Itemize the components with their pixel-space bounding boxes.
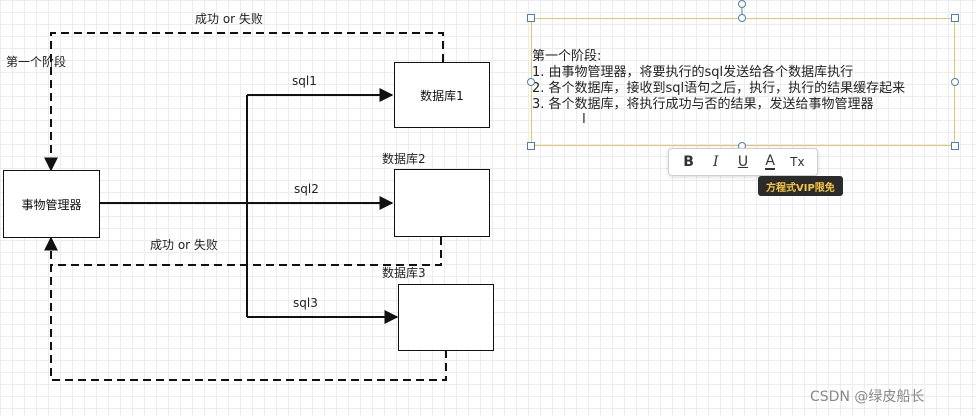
text-line-1: 1. 由事物管理器，将要执行的sql发送给各个数据库执行 bbox=[532, 65, 854, 80]
text-line-3: 3. 各个数据库，将执行成功与否的结果，发送给事物管理器 bbox=[532, 97, 874, 112]
bold-icon: B bbox=[683, 154, 694, 170]
edge-label-sql2: sql2 bbox=[294, 182, 319, 196]
text-line-2: 2. 各个数据库，接收到sql语句之后，执行，执行的结果缓存起来 bbox=[532, 81, 906, 96]
resize-handle-top-right[interactable] bbox=[951, 14, 959, 22]
feedback-top-dashed bbox=[44, 32, 444, 172]
text-line-title: 第一个阶段: bbox=[532, 49, 602, 64]
resize-handle-bottom-right[interactable] bbox=[951, 142, 959, 150]
transaction-manager-node[interactable]: 事物管理器 bbox=[3, 170, 100, 238]
feedback-middle-dashed bbox=[51, 237, 442, 266]
clear-format-button[interactable]: Tx bbox=[787, 152, 807, 172]
vip-badge[interactable]: 方程式VIP限免 bbox=[758, 176, 843, 196]
database1-node[interactable]: 数据库1 bbox=[394, 62, 490, 128]
stage-label: 第一个阶段 bbox=[6, 55, 67, 69]
text-cursor-icon: I bbox=[582, 112, 586, 127]
italic-button[interactable]: I bbox=[706, 152, 726, 172]
resize-handle-top-left[interactable] bbox=[527, 14, 535, 22]
bold-button[interactable]: B bbox=[679, 152, 699, 172]
database3-node[interactable] bbox=[398, 284, 494, 351]
format-toolbar: B I U A Tx bbox=[668, 148, 818, 176]
font-color-icon: A bbox=[765, 153, 775, 170]
resize-handle-top[interactable] bbox=[738, 14, 746, 22]
edge-label-sql3: sql3 bbox=[293, 296, 318, 310]
selected-text-box[interactable]: 第一个阶段: 1. 由事物管理器，将要执行的sql发送给各个数据库执行 2. 各… bbox=[531, 18, 955, 146]
resize-handle-bottom-left[interactable] bbox=[527, 142, 535, 150]
italic-icon: I bbox=[713, 154, 719, 170]
database3-label: 数据库3 bbox=[382, 266, 426, 280]
edge-label-sql1: sql1 bbox=[292, 74, 317, 88]
database2-node[interactable] bbox=[394, 169, 490, 237]
feedback-label-middle: 成功 or 失败 bbox=[150, 238, 218, 252]
clear-format-icon: Tx bbox=[790, 155, 805, 169]
database1-label: 数据库1 bbox=[420, 88, 464, 103]
resize-handle-right[interactable] bbox=[951, 78, 959, 86]
text-box-content[interactable]: 第一个阶段: 1. 由事物管理器，将要执行的sql发送给各个数据库执行 2. 各… bbox=[532, 49, 905, 113]
watermark: CSDN @绿皮船长 bbox=[810, 389, 925, 405]
resize-handle-left[interactable] bbox=[527, 78, 535, 86]
transaction-manager-label: 事物管理器 bbox=[21, 197, 82, 212]
font-color-button[interactable]: A bbox=[760, 152, 780, 172]
feedback-label-top: 成功 or 失败 bbox=[195, 12, 263, 26]
rotate-handle[interactable] bbox=[738, 0, 746, 8]
underline-icon: U bbox=[737, 154, 749, 170]
database2-label: 数据库2 bbox=[382, 152, 426, 166]
vip-badge-label: 方程式VIP限免 bbox=[766, 182, 835, 194]
feedback-bottom-dashed bbox=[44, 236, 447, 381]
underline-button[interactable]: U bbox=[733, 152, 753, 172]
